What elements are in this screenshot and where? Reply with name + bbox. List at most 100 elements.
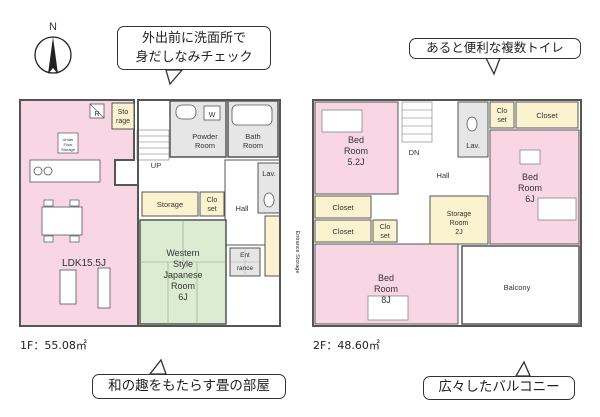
callout-pointer-top-right — [484, 57, 501, 76]
floor2-bed1-label-1: Bed — [348, 135, 364, 145]
floor2-storage-room-label-2: Room — [450, 220, 469, 227]
floor1-closet-label-2: set — [207, 206, 216, 213]
callout-top-left-line1: 外出前に洗面所で — [141, 31, 246, 46]
floor1-w-label: W — [209, 112, 216, 119]
floor2-closet-small-top-label-1: Clo — [497, 108, 508, 115]
floor2-bed3-label-1: Bed — [378, 273, 394, 283]
floor2-bed2-label-1: Bed — [522, 172, 538, 182]
floor1-sofa — [59, 269, 77, 305]
floor1-japanese-label-2: Style — [173, 259, 193, 269]
floor2-bed2-label-2: Room — [518, 183, 542, 193]
floor1-chairs — [43, 199, 80, 243]
floor2-closet-small-mid-label-2: set — [380, 233, 389, 240]
floor1-storage-top-label-1: Sto — [118, 109, 129, 116]
floor1-lav-label: Lav. — [262, 169, 276, 178]
floor2-storage-room-label-1: Storage — [447, 211, 472, 218]
floor2-closet-small-mid — [372, 219, 398, 243]
callout-bottom-right-text: 広々したバルコニー — [438, 379, 560, 395]
callout-pointer-top-left — [165, 69, 184, 86]
floor1-bath-label-2: Room — [243, 141, 263, 150]
floor2-storage-room-label-3: 2J — [455, 229, 462, 236]
floor1-dining-table — [41, 206, 83, 236]
floor2-bed2-bed-icon — [537, 197, 577, 221]
floor1-japanese-label-1: Western — [166, 248, 199, 258]
floor1-under-floor-label-1: Under — [63, 137, 75, 142]
floor2-storage-room — [429, 195, 489, 245]
floor2-bed2-label-3: 6J — [525, 194, 535, 204]
floor2-stairs-icon — [401, 101, 433, 143]
floor2-closet-small-mid-label-1: Clo — [380, 224, 391, 231]
floor1-tv-stand — [97, 267, 111, 309]
floor2-area-label: 2F：48.60㎡ — [313, 339, 380, 352]
callout-pointer-bottom-right — [514, 360, 531, 377]
floor2-bed1-label-2: Room — [344, 146, 368, 156]
floor1-plan: R Sto rage W Powder Room Bath Room Under… — [19, 99, 300, 352]
floor2-lav-label: Lav. — [466, 141, 480, 150]
floor1-storage-top-label-2: rage — [116, 118, 130, 125]
floor1-under-floor-box — [57, 132, 79, 154]
compass: N — [34, 21, 72, 74]
floor2-toilet-icon — [466, 116, 478, 132]
floor2-closet-mid-2-label: Closet — [332, 227, 354, 236]
floor2-balcony — [461, 245, 580, 325]
floor1-area-label: 1F：55.08㎡ — [20, 339, 87, 352]
floor2-balcony-label: Balcony — [504, 283, 531, 292]
floor1-japanese-label-5: 6J — [178, 292, 188, 302]
callout-top-right-text: あると便利な複数トイレ — [426, 40, 564, 55]
floor2-bed1-label-3: 5.2J — [347, 157, 364, 167]
floor1-tatami-lines — [140, 220, 226, 324]
floor1-closet — [199, 191, 225, 217]
floor2-closet-mid-1-label: Closet — [332, 203, 354, 212]
floor1-japanese-label-4: Room — [171, 281, 195, 291]
floor1-storage-top — [111, 102, 135, 130]
floor1-stove-icon — [33, 166, 53, 176]
callout-bottom-left-text: 和の趣をもたらす畳の部屋 — [108, 378, 270, 394]
floor1-storage-room — [141, 191, 199, 217]
callout-bottom-left: 和の趣をもたらす畳の部屋 — [92, 374, 286, 399]
floor2-bed3-label-3: 8J — [381, 295, 391, 305]
floor1-r-label: R — [94, 111, 99, 118]
floor2-closet-mid-2 — [314, 219, 372, 243]
floor2-closet-small-top-label-2: set — [497, 117, 506, 124]
callout-pointer-bottom-left — [148, 358, 167, 375]
floor1-bath-label-1: Bath — [245, 132, 260, 141]
floor1-bathtub-icon — [231, 104, 273, 126]
floor1-entrance-tiles — [230, 248, 260, 276]
floor1-japanese-label-3: Japanese — [163, 270, 202, 280]
floor1-entrance-storage — [264, 215, 281, 277]
floor2-closet-top — [515, 101, 579, 129]
callout-bottom-right: 広々したバルコニー — [423, 376, 575, 400]
floor2-hall-label: Hall — [437, 171, 450, 180]
floor1-sink-icon — [175, 104, 197, 120]
floor2-closet-small-top — [489, 101, 515, 129]
floor2-closet-mid-1 — [314, 195, 372, 219]
floor1-under-floor-label-2: Floor — [63, 142, 73, 147]
callout-top-left: 外出前に洗面所で 身だしなみチェック — [117, 26, 271, 70]
floor1-toilet-icon — [263, 192, 275, 208]
floor1-outer-wall — [137, 99, 281, 327]
compass-needle-icon — [48, 37, 58, 74]
floor1-entrance-label-2: rance — [237, 265, 254, 272]
floor1-closet-label-1: Clo — [207, 197, 218, 204]
floor2-bedroom-2 — [489, 129, 580, 245]
floor1-stairs-icon — [136, 129, 170, 161]
floor2-bed2-desk-icon — [519, 149, 541, 165]
floor1-powder-label-1: Powder — [192, 132, 218, 141]
floor2-dn-label: DN — [409, 148, 420, 157]
floor1-entrance-label-1: Ent — [240, 252, 250, 259]
floor1-storage-label: Storage — [157, 200, 183, 209]
floor1-under-floor-label-3: Storage — [61, 147, 76, 152]
compass-north-label: N — [49, 21, 57, 33]
floor1-washer-icon — [203, 105, 221, 121]
floor1-entrance-storage-label: Entrance Storage — [294, 231, 300, 274]
floor1-ldk-label: LDK15.5J — [62, 258, 106, 269]
floor1-powder-label-2: Room — [195, 141, 215, 150]
floor1-up-label: UP — [151, 161, 161, 170]
callout-top-left-line2: 身だしなみチェック — [135, 50, 253, 65]
floor2-plan: Bed Room 5.2J DN Lav. Clo set Closet Bed… — [312, 99, 582, 352]
floor2-bed3-bed-icon — [367, 295, 409, 321]
floor1-hall-label: Hall — [236, 204, 249, 213]
floor1-kitchen-counter — [29, 159, 101, 183]
floor2-closet-top-label: Closet — [536, 111, 558, 120]
